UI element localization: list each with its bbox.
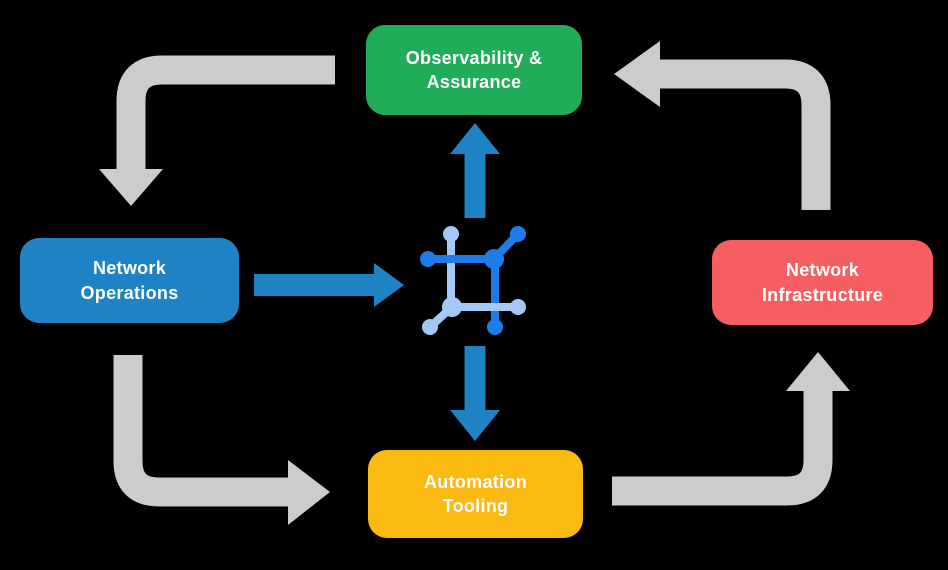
- arrow-infra-to-obs: [614, 41, 831, 210]
- arrow-operations-to-tooling: [113, 355, 330, 525]
- arrow-hub-to-tooling: [450, 346, 500, 441]
- network-hub-icon: [420, 226, 526, 335]
- arrow-tooling-to-infra-head: [786, 352, 850, 391]
- arrow-hub-to-obs: [450, 123, 500, 218]
- arrow-infra-to-obs-head: [614, 41, 660, 107]
- network-hub-icon-light-half: [422, 226, 462, 335]
- arrow-tooling-to-infra-shaft: [612, 391, 833, 506]
- arrow-infra-to-obs-shaft: [660, 59, 831, 210]
- arrow-obs-to-operations: [99, 55, 335, 206]
- arrow-obs-to-operations-head: [99, 169, 163, 206]
- arrow-operations-to-tooling-shaft: [113, 355, 288, 507]
- node-automation-tooling-label: Automation Tooling: [424, 471, 527, 516]
- network-hub-icon-dark-half: [420, 226, 526, 335]
- node-automation-tooling: Automation Tooling: [368, 450, 583, 538]
- node-network-infrastructure-label: Network Infrastructure: [761, 260, 884, 305]
- node-network-operations-label: Network Operations: [80, 258, 179, 303]
- node-observability-assurance: Observability & Assurance: [366, 25, 582, 115]
- node-observability-assurance-label: Observability & Assurance: [405, 47, 543, 92]
- arrow-operations-to-hub: [254, 263, 404, 307]
- node-network-operations: Network Operations: [20, 238, 239, 323]
- arrow-operations-to-hub-head: [374, 263, 404, 307]
- arrow-operations-to-tooling-head: [288, 460, 330, 525]
- network-hub-icon-light-bottom: [452, 299, 526, 315]
- arrow-tooling-to-infra: [612, 352, 850, 506]
- arrow-hub-to-tooling-head: [450, 410, 500, 441]
- node-network-infrastructure: Network Infrastructure: [712, 240, 933, 325]
- arrow-hub-to-obs-head: [450, 123, 500, 154]
- arrow-obs-to-operations-shaft: [116, 55, 335, 172]
